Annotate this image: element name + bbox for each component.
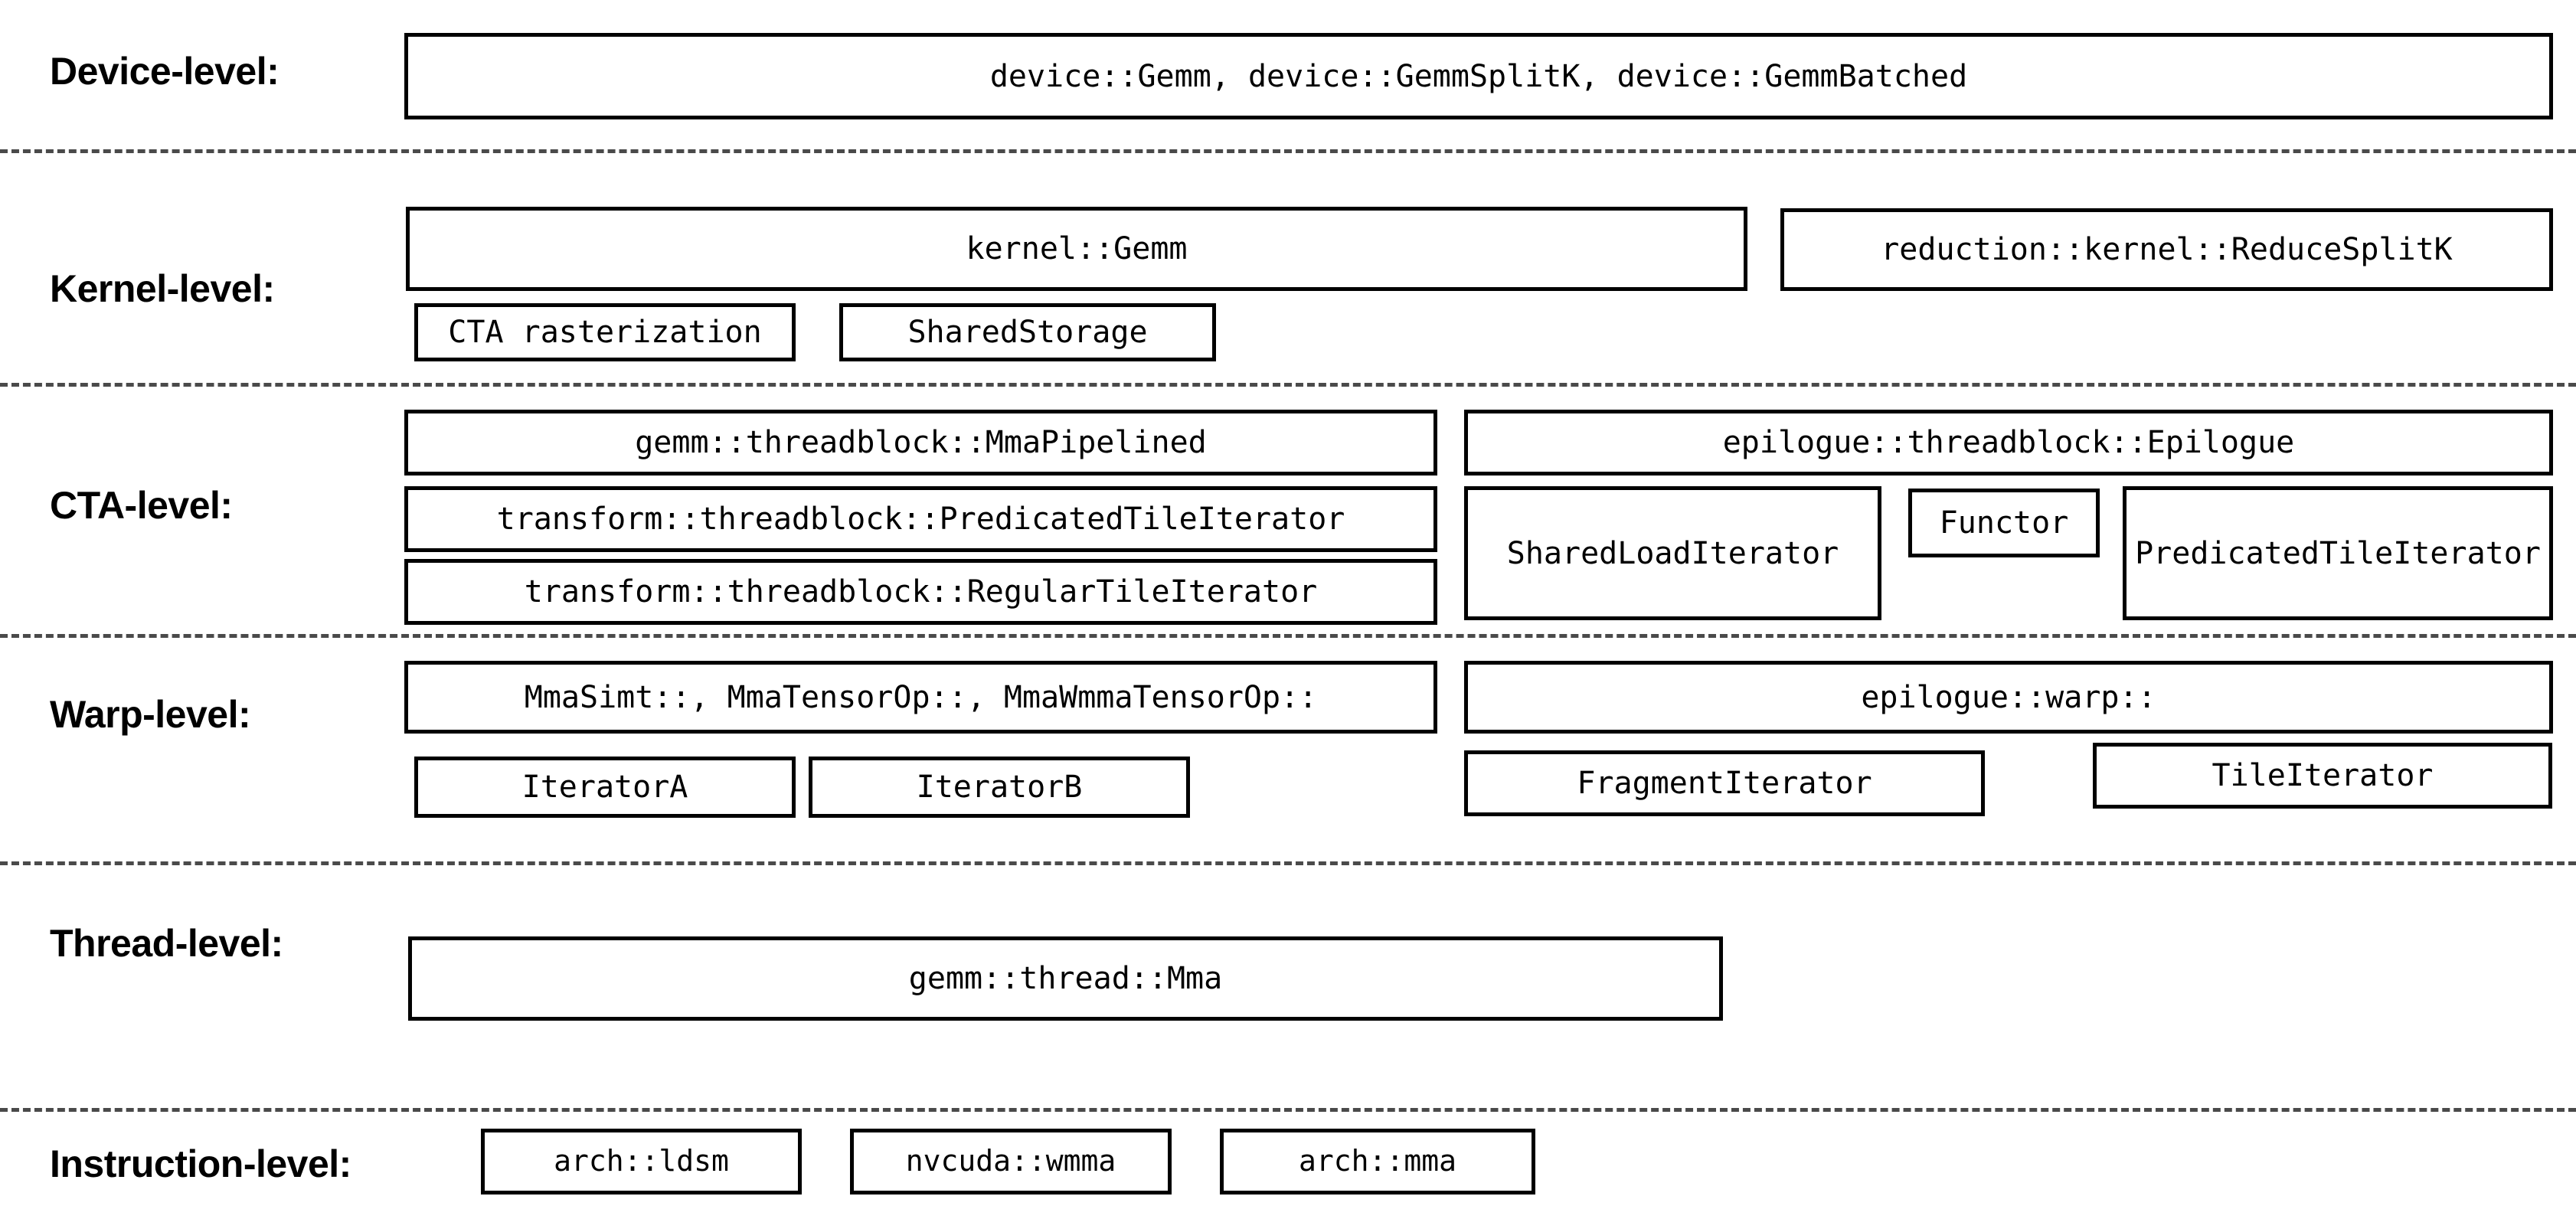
box-functor-label: Functor <box>1939 505 2069 541</box>
level-label-cta: CTA-level: <box>50 484 233 527</box>
box-mma-pipelined[interactable]: gemm::threadblock::MmaPipelined <box>404 410 1437 476</box>
box-kernel-gemm[interactable]: kernel::Gemm <box>406 207 1747 291</box>
box-epilogue-predicated-tile-iterator[interactable]: PredicatedTileIterator <box>2123 486 2553 620</box>
box-cta-rasterization-label: CTA rasterization <box>448 315 762 350</box>
box-iterator-b[interactable]: IteratorB <box>809 757 1190 818</box>
box-iterator-a[interactable]: IteratorA <box>414 757 796 818</box>
box-functor[interactable]: Functor <box>1908 489 2100 557</box>
separator-device-kernel <box>0 149 2576 153</box>
separator-warp-thread <box>0 861 2576 865</box>
box-gemm-thread-mma-label: gemm::thread::Mma <box>908 961 1223 996</box>
box-shared-storage-label: SharedStorage <box>907 315 1148 350</box>
box-epilogue-threadblock-label: epilogue::threadblock::Epilogue <box>1722 425 2295 460</box>
separator-thread-instruction <box>0 1108 2576 1112</box>
box-fragment-iterator[interactable]: FragmentIterator <box>1464 750 1985 816</box>
box-tb-regular-tile-iterator-label: transform::threadblock::RegularTileItera… <box>524 574 1318 610</box>
box-iterator-b-label: IteratorB <box>916 770 1083 805</box>
level-label-thread: Thread-level: <box>50 922 283 965</box>
box-reduction-reducesplitk[interactable]: reduction::kernel::ReduceSplitK <box>1780 208 2553 291</box>
box-arch-ldsm-label: arch::ldsm <box>554 1144 729 1178</box>
box-epilogue-warp[interactable]: epilogue::warp:: <box>1464 661 2553 734</box>
box-fragment-iterator-label: FragmentIterator <box>1577 766 1872 801</box>
separator-kernel-cta <box>0 383 2576 387</box>
box-device-gemm[interactable]: device::Gemm, device::GemmSplitK, device… <box>404 33 2553 119</box>
box-gemm-thread-mma[interactable]: gemm::thread::Mma <box>408 936 1723 1021</box>
box-mma-warp-ops-label: MmaSimt::, MmaTensorOp::, MmaWmmaTensorO… <box>524 679 1318 715</box>
level-label-device: Device-level: <box>50 50 280 93</box>
level-label-kernel: Kernel-level: <box>50 267 275 310</box>
box-iterator-a-label: IteratorA <box>521 770 688 805</box>
box-arch-mma-label: arch::mma <box>1299 1144 1456 1178</box>
box-shared-load-iterator[interactable]: SharedLoadIterator <box>1464 486 1881 620</box>
level-label-instruction: Instruction-level: <box>50 1142 351 1185</box>
box-tb-predicated-tile-iterator[interactable]: transform::threadblock::PredicatedTileIt… <box>404 486 1437 552</box>
box-arch-mma[interactable]: arch::mma <box>1220 1129 1535 1194</box>
box-shared-load-iterator-label: SharedLoadIterator <box>1506 535 1839 571</box>
box-tile-iterator-label: TileIterator <box>2212 758 2434 793</box>
box-mma-warp-ops[interactable]: MmaSimt::, MmaTensorOp::, MmaWmmaTensorO… <box>404 661 1437 734</box>
box-tile-iterator[interactable]: TileIterator <box>2093 743 2552 809</box>
separator-cta-warp <box>0 634 2576 638</box>
box-arch-ldsm[interactable]: arch::ldsm <box>481 1129 802 1194</box>
box-epilogue-threadblock[interactable]: epilogue::threadblock::Epilogue <box>1464 410 2553 476</box>
box-nvcuda-wmma[interactable]: nvcuda::wmma <box>850 1129 1172 1194</box>
box-nvcuda-wmma-label: nvcuda::wmma <box>905 1144 1116 1178</box>
box-reduction-reducesplitk-label: reduction::kernel::ReduceSplitK <box>1881 232 2453 267</box>
box-mma-pipelined-label: gemm::threadblock::MmaPipelined <box>635 425 1207 460</box>
level-label-warp: Warp-level: <box>50 693 251 736</box>
box-device-gemm-label: device::Gemm, device::GemmSplitK, device… <box>989 58 1968 94</box>
box-shared-storage[interactable]: SharedStorage <box>839 303 1216 361</box>
box-cta-rasterization[interactable]: CTA rasterization <box>414 303 796 361</box>
box-tb-regular-tile-iterator[interactable]: transform::threadblock::RegularTileItera… <box>404 559 1437 625</box>
box-epilogue-warp-label: epilogue::warp:: <box>1861 679 2156 715</box>
box-tb-predicated-tile-iterator-label: transform::threadblock::PredicatedTileIt… <box>496 502 1345 537</box>
box-kernel-gemm-label: kernel::Gemm <box>966 231 1188 266</box>
box-epilogue-predicated-tile-iterator-label: PredicatedTileIterator <box>2135 535 2541 571</box>
